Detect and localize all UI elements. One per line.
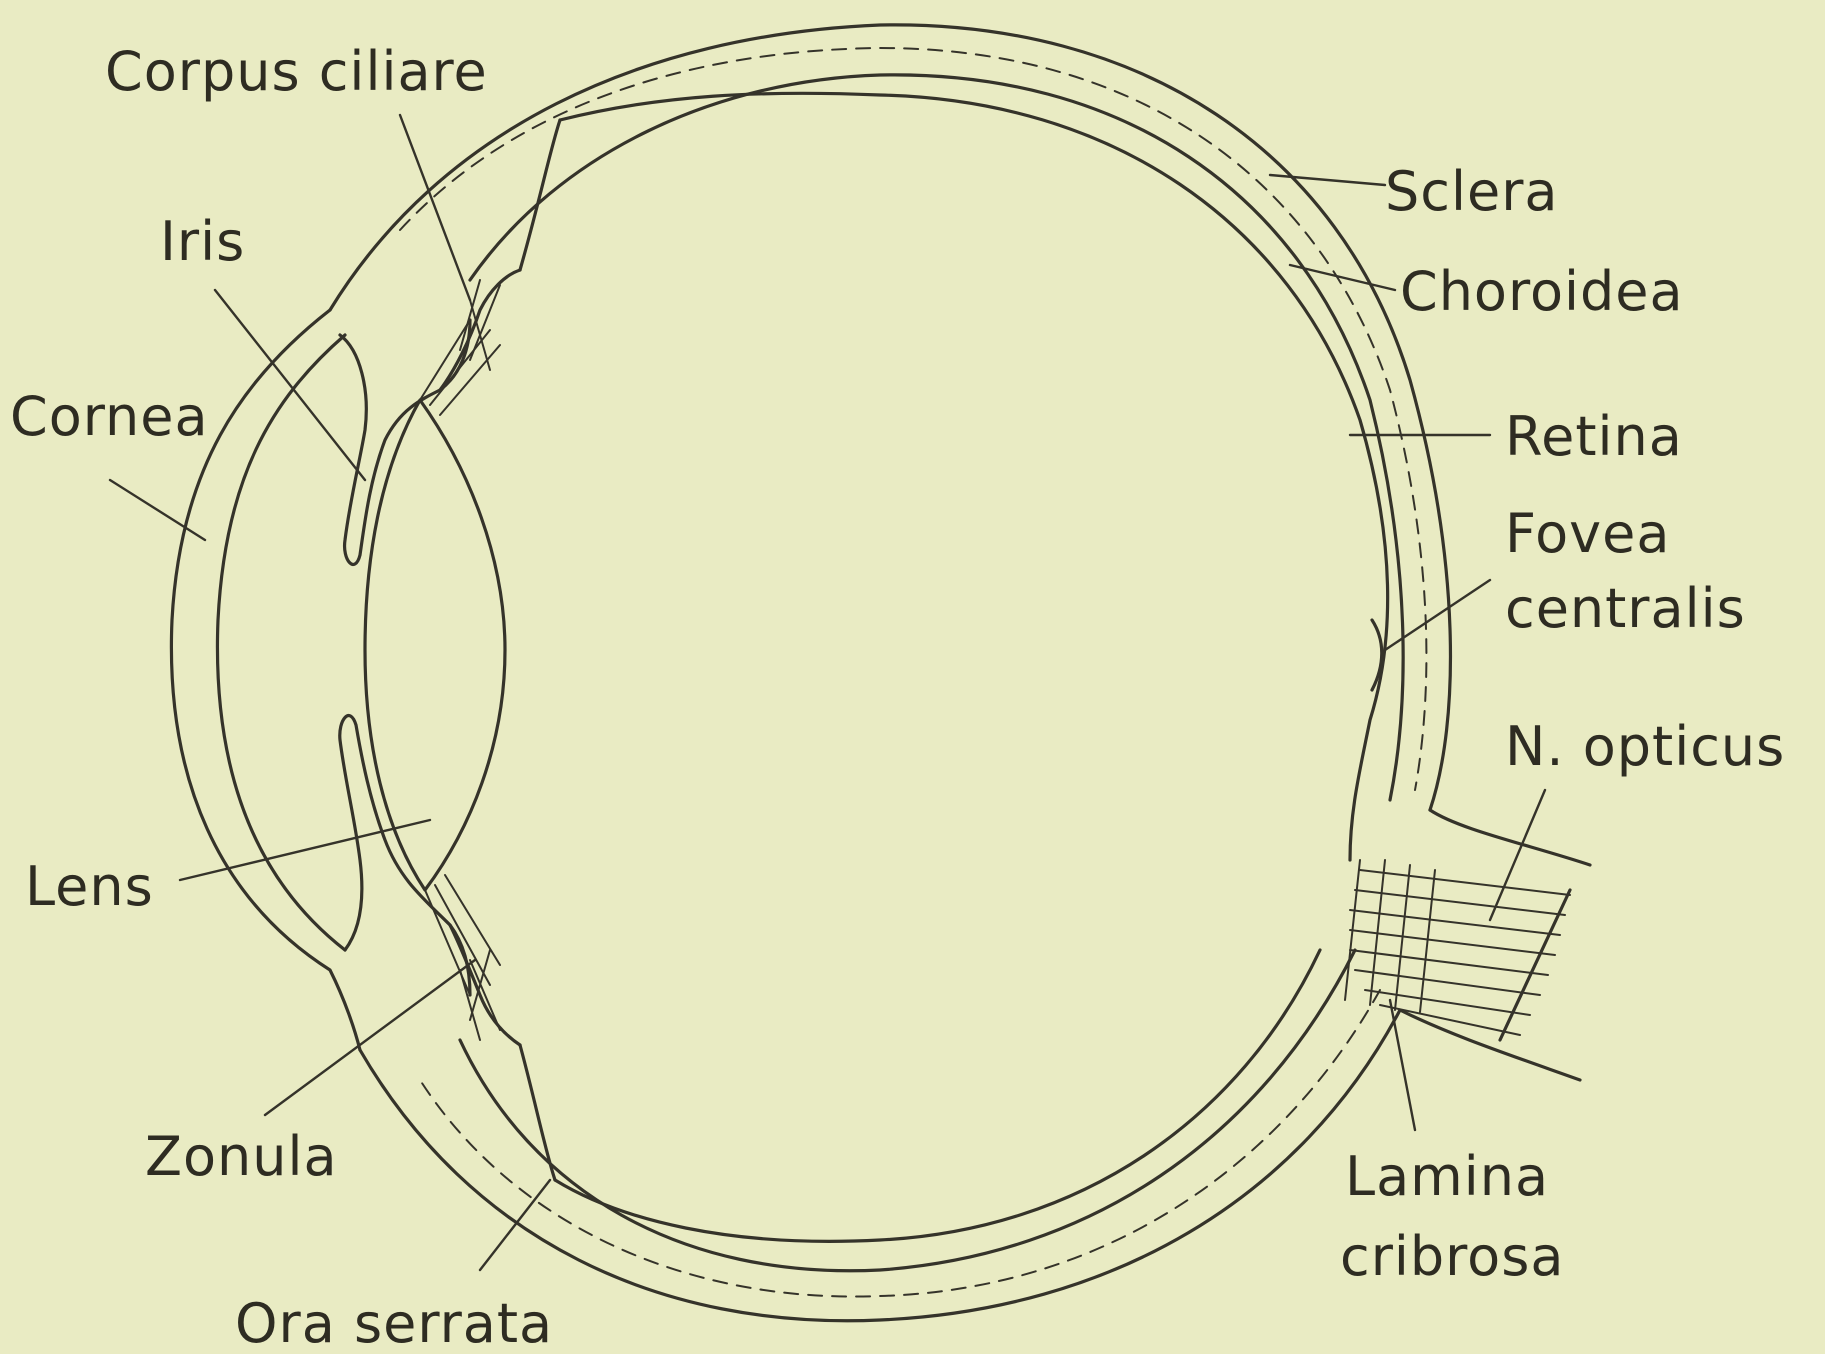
retina-contour: [560, 93, 1388, 860]
sclera-inner-contour-lower: [460, 950, 1355, 1271]
sclera-inner-contour: [470, 75, 1403, 800]
optic-nerve-fibres: [1350, 870, 1570, 1035]
leader-lamina-cribrosa: [1390, 1000, 1415, 1130]
eyeball-walls: [330, 25, 1450, 1321]
ora-serrata-mark-lower: [520, 1045, 555, 1180]
cornea-inner: [217, 335, 345, 950]
ciliary-body-upper: [440, 270, 520, 390]
sclera-outer-contour: [330, 25, 1450, 810]
optic-nerve-lower-edge: [1400, 1010, 1580, 1080]
label-lamina-line2: cribrosa: [1340, 1225, 1564, 1288]
leader-iris: [215, 290, 365, 480]
structure-labels: Corpus ciliare Iris Cornea Lens Zonula O…: [10, 40, 1785, 1354]
label-fovea-line2: centralis: [1505, 577, 1746, 640]
leader-n-opticus: [1490, 790, 1545, 920]
label-ora-serrata: Ora serrata: [235, 1292, 553, 1354]
leader-ora-serrata: [480, 1180, 550, 1270]
lamina-cribrosa-crosshatch: [1345, 860, 1435, 1012]
label-lamina-line1: Lamina: [1345, 1145, 1549, 1208]
label-iris: Iris: [160, 210, 245, 273]
label-lens: Lens: [25, 855, 154, 918]
label-n-opticus: N. opticus: [1505, 715, 1785, 778]
leader-choroidea: [1290, 265, 1395, 290]
label-corpus-ciliare: Corpus ciliare: [105, 40, 488, 103]
lens-outline: [365, 400, 505, 890]
iris-upper: [340, 320, 470, 564]
lens: [365, 400, 505, 890]
leader-lines: [110, 115, 1545, 1270]
optic-nerve-upper-edge: [1430, 810, 1590, 865]
label-sclera: Sclera: [1385, 160, 1558, 223]
label-cornea: Cornea: [10, 385, 209, 448]
ciliary-body-and-iris: [340, 270, 520, 1045]
label-choroidea: Choroidea: [1400, 260, 1684, 323]
leader-sclera: [1270, 175, 1385, 185]
optic-nerve-end: [1500, 890, 1570, 1040]
label-retina: Retina: [1505, 405, 1683, 468]
retina-contour-lower: [555, 950, 1320, 1241]
label-fovea-line1: Fovea: [1505, 502, 1670, 565]
zonula-fibres: [420, 320, 500, 995]
sclera-outer-contour-lower: [360, 1010, 1400, 1321]
leader-zonula: [265, 960, 475, 1115]
label-zonula: Zonula: [145, 1125, 338, 1188]
ora-serrata-mark-upper: [520, 120, 560, 270]
